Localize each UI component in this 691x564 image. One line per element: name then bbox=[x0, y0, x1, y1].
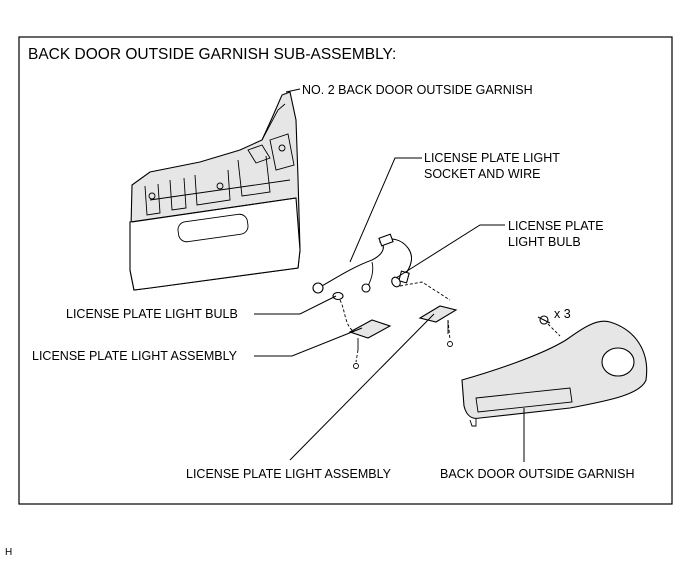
label-bulb-right-line1: LICENSE PLATE bbox=[508, 219, 604, 233]
label-light-assembly-left: LICENSE PLATE LIGHT ASSEMBLY bbox=[32, 349, 238, 363]
label-socket-line2: SOCKET AND WIRE bbox=[424, 167, 540, 181]
label-socket-line1: LICENSE PLATE LIGHT bbox=[424, 151, 560, 165]
diagram-frame bbox=[18, 36, 673, 505]
leader-bulb-left bbox=[254, 295, 337, 315]
leader-light-assy-left bbox=[254, 327, 363, 357]
label-bulb-right-line2: LIGHT BULB bbox=[508, 235, 581, 249]
license-plate-light-bulb-right-part bbox=[391, 276, 401, 288]
license-plate-light-assembly-left-part bbox=[339, 299, 392, 369]
license-plate-light-bulb-left-part bbox=[332, 291, 344, 301]
label-bulb-left: LICENSE PLATE LIGHT BULB bbox=[66, 307, 238, 321]
diagram-title: BACK DOOR OUTSIDE GARNISH SUB-ASSEMBLY: bbox=[28, 46, 396, 63]
leader-no2-garnish bbox=[285, 88, 301, 93]
leader-socket-and-wire bbox=[349, 157, 422, 263]
screw-quantity: x 3 bbox=[554, 307, 571, 321]
no2-back-door-outside-garnish-part bbox=[129, 91, 301, 291]
leader-light-assy-bottom bbox=[289, 313, 435, 461]
screw-part bbox=[537, 315, 561, 337]
label-no2-back-door-outside-garnish: NO. 2 BACK DOOR OUTSIDE GARNISH bbox=[302, 83, 533, 97]
socket-and-wire-part bbox=[312, 233, 412, 294]
label-back-door-outside-garnish: BACK DOOR OUTSIDE GARNISH bbox=[440, 467, 634, 481]
license-plate-light-assembly-right-part bbox=[399, 281, 458, 347]
back-door-outside-garnish-part bbox=[461, 320, 648, 427]
leader-bulb-right bbox=[395, 224, 505, 279]
footer-code: H bbox=[5, 547, 13, 558]
label-light-assembly-bottom: LICENSE PLATE LIGHT ASSEMBLY bbox=[186, 467, 392, 481]
